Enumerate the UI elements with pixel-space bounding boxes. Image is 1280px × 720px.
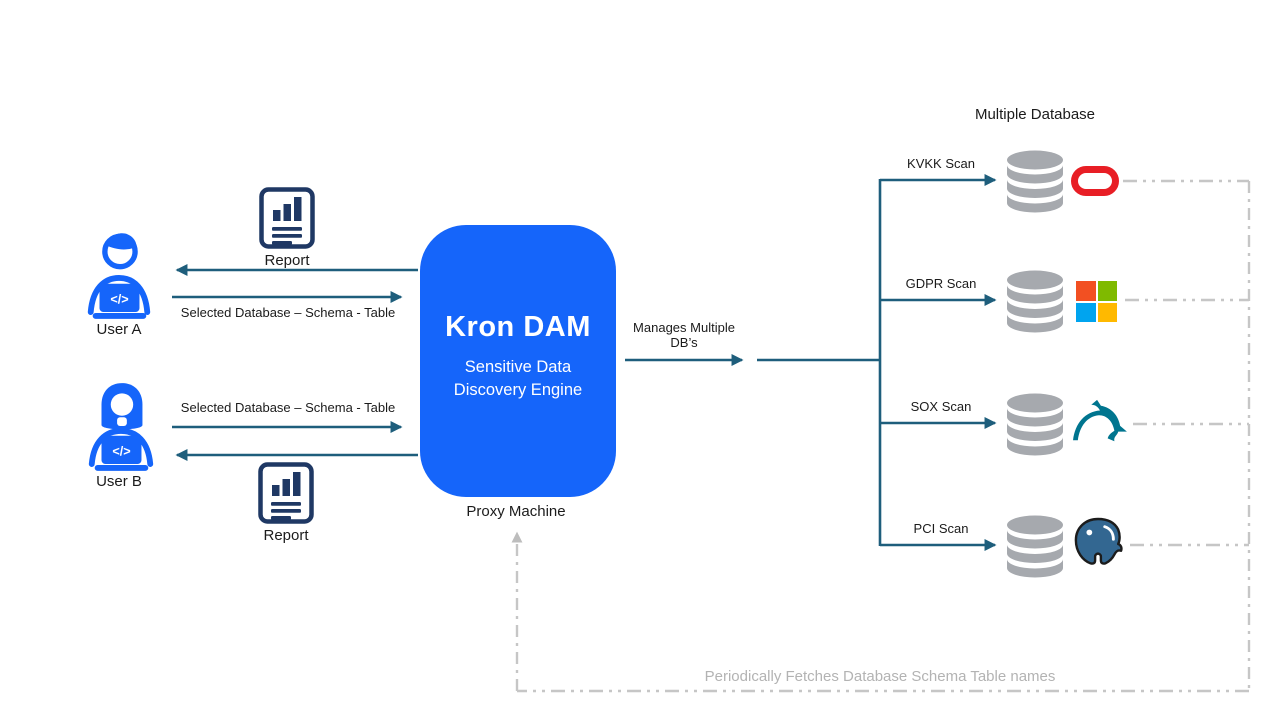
selected-db-label-a: Selected Database – Schema - Table bbox=[180, 305, 396, 320]
periodic-fetch-label: Periodically Fetches Database Schema Tab… bbox=[704, 668, 1056, 685]
database-icon-mysql bbox=[1007, 393, 1063, 456]
sox-scan-label: SOX Scan bbox=[910, 399, 972, 414]
report-b-icon bbox=[258, 462, 314, 524]
pci-scan-label: PCI Scan bbox=[913, 521, 969, 536]
microsoft-logo bbox=[1076, 281, 1117, 322]
kron-dam-subtitle-line1: Sensitive Data bbox=[464, 358, 572, 377]
report-a-label: Report bbox=[264, 252, 310, 269]
database-icon-mssql bbox=[1007, 270, 1063, 333]
ms-square-yellow bbox=[1097, 302, 1117, 322]
oracle-logo bbox=[1071, 166, 1119, 196]
svg-text:</>: </> bbox=[110, 292, 128, 306]
kron-dam-box: Kron DAM Sensitive Data Discovery Engine bbox=[420, 225, 616, 497]
mysql-logo bbox=[1073, 399, 1127, 442]
ms-square-green bbox=[1097, 281, 1117, 301]
user-b-label: User B bbox=[96, 473, 142, 490]
ms-square-red bbox=[1076, 281, 1096, 301]
multiple-database-title: Multiple Database bbox=[974, 106, 1096, 123]
manages-multiple-dbs-label: Manages Multiple DB’s bbox=[609, 320, 759, 351]
user-b-icon: </> bbox=[88, 383, 154, 471]
kron-dam-title: Kron DAM bbox=[445, 311, 591, 344]
user-a-icon: </> bbox=[87, 233, 151, 319]
kron-dam-subtitle-line2: Discovery Engine bbox=[453, 380, 583, 399]
postgresql-logo bbox=[1074, 517, 1123, 565]
gdpr-scan-label: GDPR Scan bbox=[905, 276, 977, 291]
report-b-label: Report bbox=[263, 527, 309, 544]
svg-text:</>: </> bbox=[112, 444, 130, 458]
database-icon-oracle bbox=[1007, 150, 1063, 213]
manages-line2: DB’s bbox=[670, 334, 698, 350]
database-icon-postgres bbox=[1007, 515, 1063, 578]
ms-square-blue bbox=[1076, 302, 1096, 322]
kvkk-scan-label: KVKK Scan bbox=[907, 156, 975, 171]
selected-db-label-b: Selected Database – Schema - Table bbox=[180, 400, 396, 415]
report-a-icon bbox=[259, 187, 315, 249]
manages-line1: Manages Multiple bbox=[633, 320, 735, 335]
proxy-machine-label: Proxy Machine bbox=[466, 503, 566, 520]
user-a-label: User A bbox=[96, 321, 142, 338]
